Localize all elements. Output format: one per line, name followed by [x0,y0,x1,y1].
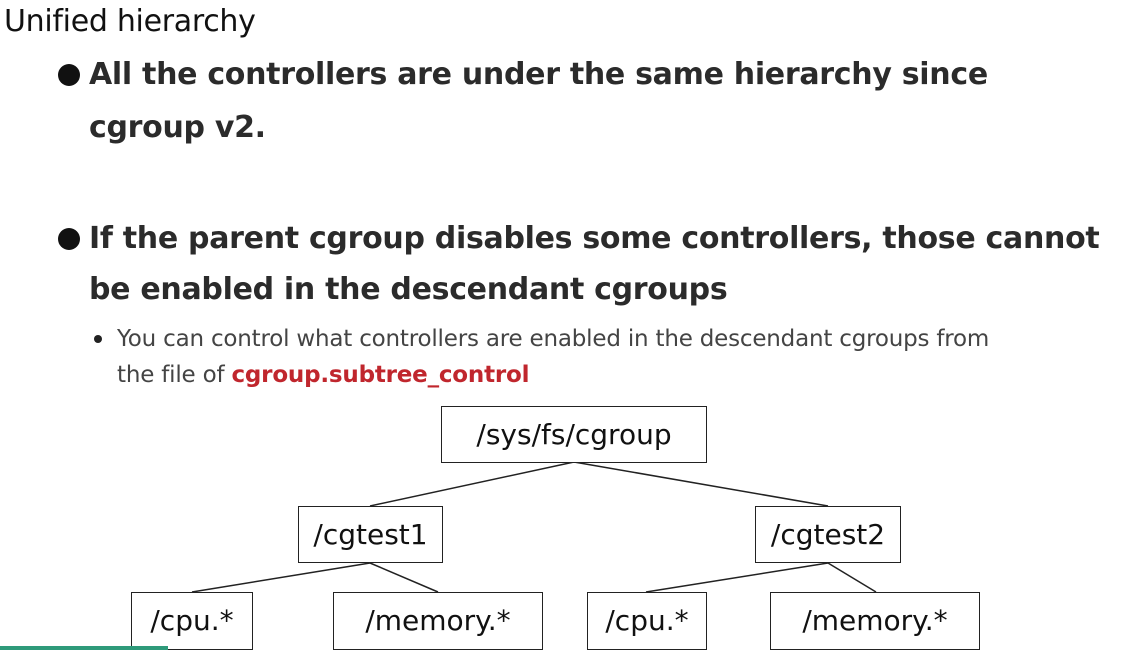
accent-bar [0,646,168,650]
edge-cgtest1-cpu [191,562,371,593]
sub-bullet-line-1: You can control what controllers are ena… [117,326,990,352]
sub-bullet-dot-icon [94,335,102,343]
tree-node-cgtest1-memory: /memory.* [333,592,543,650]
tree-node-cgtest2-cpu: /cpu.* [587,592,707,650]
bullet-1-line-2: cgroup v2. [89,110,266,145]
tree-node-cgtest2-memory: /memory.* [770,592,980,650]
bullet-dot-icon [58,228,80,250]
bullet-dot-icon [58,64,80,86]
edge-cgtest2-cpu [645,562,829,593]
tree-node-cgtest1-cpu: /cpu.* [131,592,253,650]
edge-root-cgtest1 [369,461,575,507]
sub-bullet-line-2: the file of cgroup.subtree_control [117,358,529,392]
tree-node-cgtest1: /cgtest1 [298,506,443,563]
tree-node-cgtest2: /cgtest2 [755,506,901,563]
sub-bullet-line-2-prefix: the file of [117,362,232,388]
tree-node-root: /sys/fs/cgroup [441,406,707,463]
subtree-control-filename: cgroup.subtree_control [231,362,530,388]
edge-root-cgtest2 [573,461,829,507]
slide-heading: Unified hierarchy [4,4,256,39]
edge-cgtest2-memory [827,562,877,593]
edge-cgtest1-memory [369,562,439,593]
bullet-2-line-2: be enabled in the descendant cgroups [89,272,728,307]
bullet-2-line-1: If the parent cgroup disables some contr… [89,221,1100,256]
bullet-1-line-1: All the controllers are under the same h… [89,57,988,92]
